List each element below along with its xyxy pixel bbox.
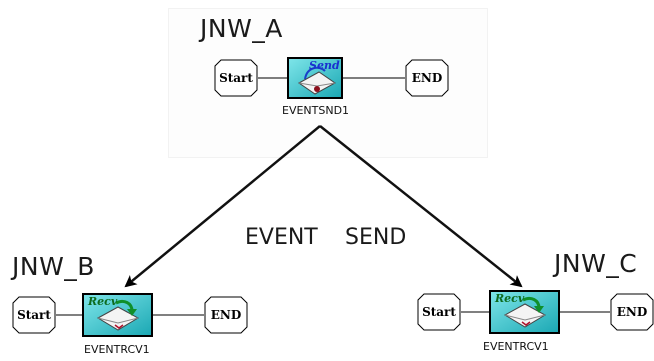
end-node-shape-icon <box>405 59 449 97</box>
jnw-c-title: JNW_C <box>554 249 638 278</box>
a-start-label: Start <box>219 71 253 85</box>
a-end-node[interactable]: END <box>405 59 449 97</box>
jnw-a-title: JNW_A <box>200 14 283 43</box>
end-node-shape-icon <box>204 296 248 334</box>
a-start-node[interactable]: Start <box>214 59 258 97</box>
b-start-node[interactable]: Start <box>12 296 56 334</box>
b-end-label: END <box>210 308 242 322</box>
c-start-label: Start <box>422 305 456 319</box>
start-node-shape-icon <box>12 296 56 334</box>
c-recv-job-icon[interactable]: Recv <box>489 290 560 334</box>
a-send-job-icon[interactable]: Send <box>287 57 343 99</box>
jnw-b-title: JNW_B <box>12 252 95 281</box>
event-label: EVENT <box>245 225 318 250</box>
send-envelope-icon <box>287 57 343 99</box>
start-node-shape-icon <box>214 59 258 97</box>
c-end-label: END <box>616 305 648 319</box>
event-arrow-to-c <box>319 125 523 288</box>
b-recv-job-icon[interactable]: Recv <box>82 293 153 337</box>
a-job-caption: EVENTSND1 <box>282 104 350 117</box>
b-start-label: Start <box>17 308 51 322</box>
send-label: SEND <box>345 225 407 250</box>
c-end-node[interactable]: END <box>610 293 654 331</box>
event-arrow-to-b <box>124 125 321 288</box>
c-job-caption: EVENTRCV1 <box>483 340 549 353</box>
a-job-word: Send <box>309 59 340 72</box>
a-end-label: END <box>411 71 443 85</box>
start-node-shape-icon <box>417 293 461 331</box>
b-job-caption: EVENTRCV1 <box>84 343 150 356</box>
recv-envelope-icon <box>489 290 560 334</box>
recv-envelope-icon <box>82 293 153 337</box>
c-start-node[interactable]: Start <box>417 293 461 331</box>
end-node-shape-icon <box>610 293 654 331</box>
b-job-word: Recv <box>88 295 118 308</box>
b-end-node[interactable]: END <box>204 296 248 334</box>
c-job-word: Recv <box>495 292 525 305</box>
